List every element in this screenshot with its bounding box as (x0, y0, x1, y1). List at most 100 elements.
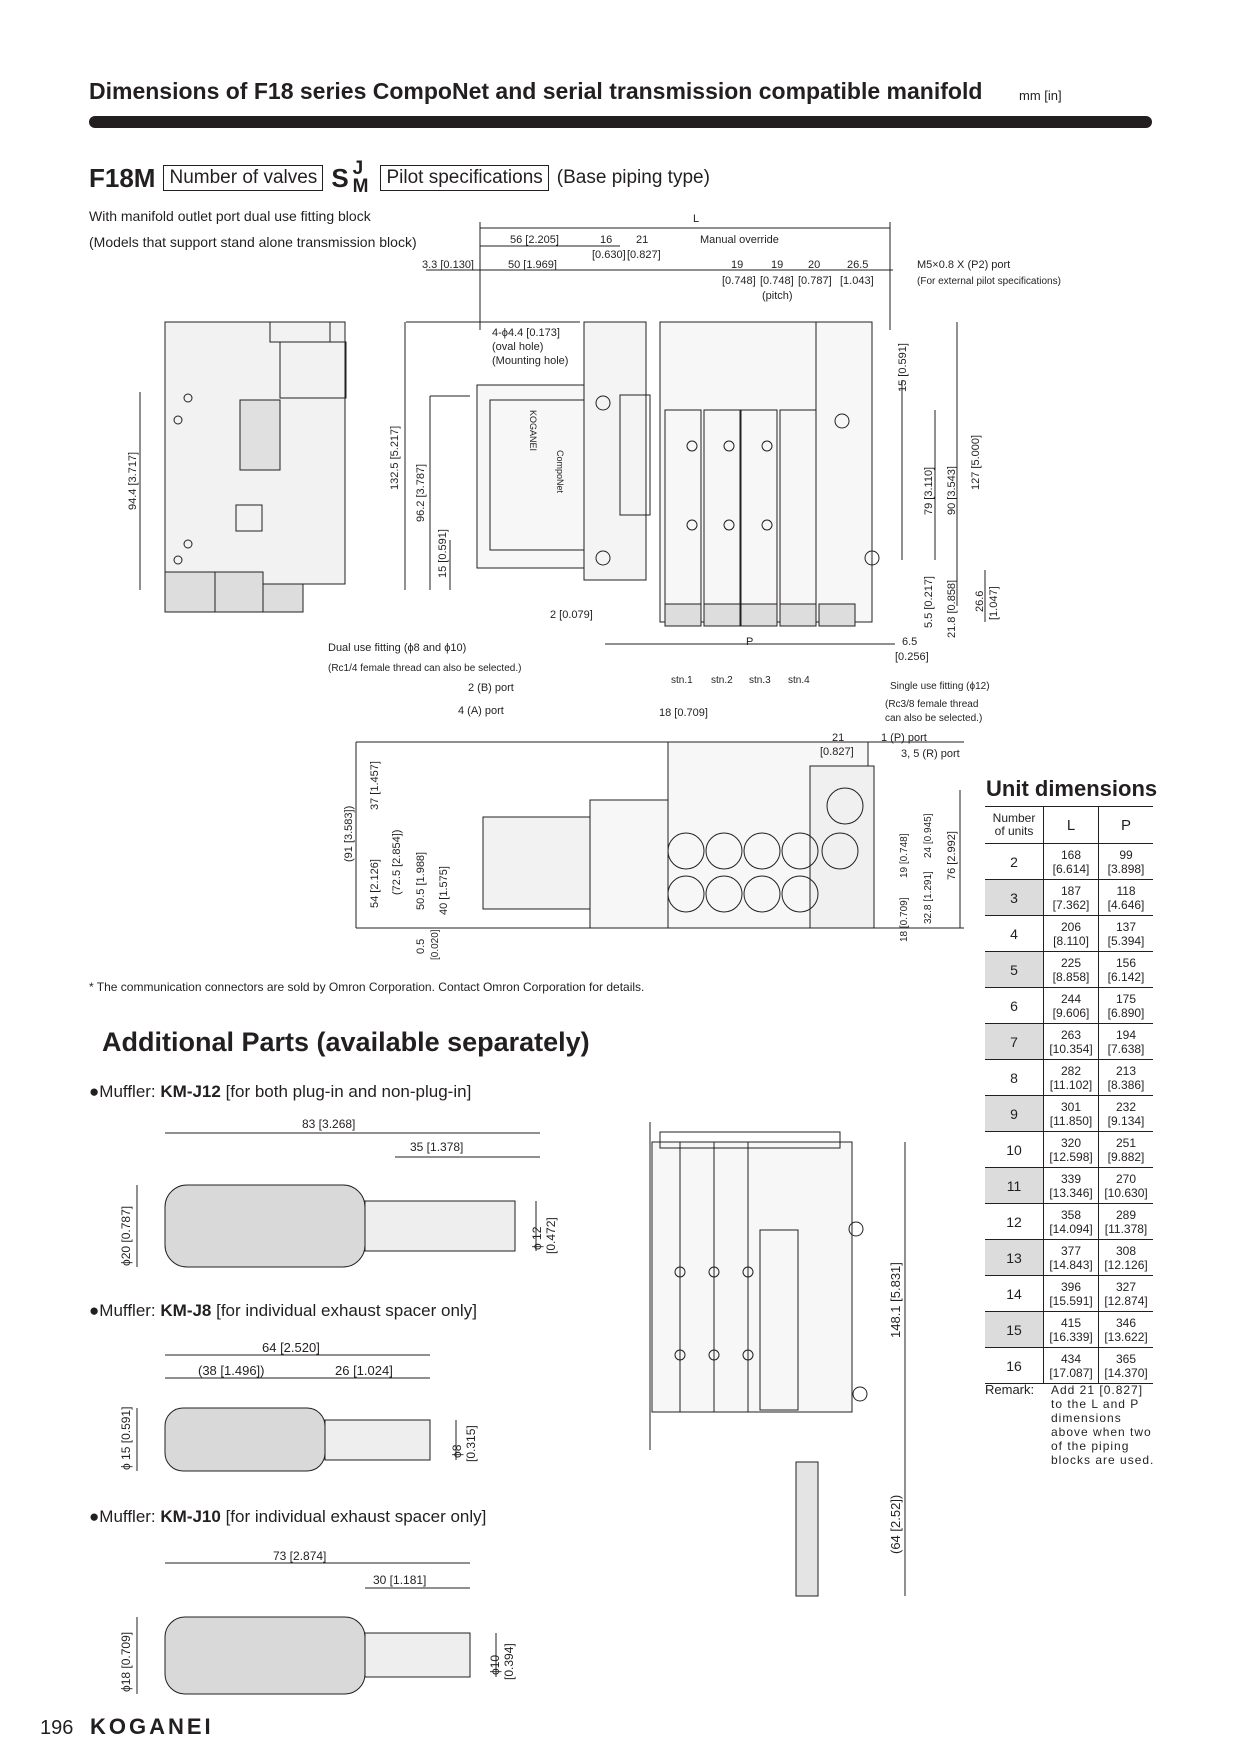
hole-label-3: (Mounting hole) (492, 355, 568, 367)
b-port-label: 2 (B) port (468, 682, 514, 694)
dim-50-5: 50.5 [1.988] (415, 852, 427, 910)
option-m: M (352, 176, 369, 197)
title-rule (89, 116, 1152, 128)
p-cell: 99[3.898] (1098, 843, 1153, 880)
stn2-label: stn.2 (711, 675, 733, 686)
dim-21-8: 21.8 [0.858] (946, 580, 958, 638)
p-cell: 156[6.142] (1098, 951, 1153, 988)
pitch-0787: [0.787] (798, 275, 832, 287)
units-cell: 13 (985, 1239, 1044, 1276)
dim-15b: 15 [0.591] (897, 343, 909, 392)
km-j10-stem-dia-in: [0.394] (502, 1643, 516, 1680)
km-j8-stem-dia-in: [0.315] (464, 1425, 478, 1462)
koganei-device-label: KOGANEI (528, 410, 538, 451)
units-cell: 6 (985, 987, 1044, 1024)
dim-76: 76 [2.992] (946, 831, 958, 880)
l-cell: 415[16.339] (1042, 1311, 1099, 1348)
dim-21c-in: [0.827] (820, 746, 854, 758)
dim-24v: 24 [0.945] (923, 813, 934, 858)
dim-21c: 21 (832, 732, 844, 744)
dim-26-6: 26.6 (974, 591, 986, 612)
dim-20: 20 (808, 259, 820, 271)
muffler-km-j8-drawing (136, 1354, 457, 1472)
dim-132-5: 132.5 [5.217] (389, 426, 401, 490)
units-cell: 10 (985, 1131, 1044, 1168)
remark-text: Add 21 [0.827] to the L and P dimensions… (1051, 1383, 1155, 1467)
l-cell: 244[9.606] (1042, 987, 1099, 1024)
p-cell: 137[5.394] (1098, 915, 1153, 952)
p-cell: 232[9.134] (1098, 1095, 1153, 1132)
koganei-logo: KOGANEI (90, 1714, 214, 1739)
bottom-view (649, 1122, 906, 1597)
muffler-note: [for individual exhaust spacer only] (220, 1507, 487, 1526)
l-cell: 301[11.850] (1042, 1095, 1099, 1132)
dim-32-8: 32.8 [1.291] (923, 871, 934, 924)
a-port-label: 4 (A) port (458, 705, 504, 717)
muffler-km-j12-drawing (136, 1132, 540, 1268)
p-cell: 289[11.378] (1098, 1203, 1153, 1240)
single-fitting-note-2: can also be selected.) (885, 713, 982, 724)
l-cell: 225[8.858] (1042, 951, 1099, 988)
dim-26-6-in: [1.047] (988, 586, 1000, 620)
units-cell: 12 (985, 1203, 1044, 1240)
dim-90: 90 [3.543] (946, 466, 958, 515)
l-cell: 396[15.591] (1042, 1275, 1099, 1312)
hole-label-2: (oval hole) (492, 341, 543, 353)
units-cell: 11 (985, 1167, 1044, 1204)
km-j10-stem-dia: ϕ10 (488, 1655, 502, 1675)
l-cell: 263[10.354] (1042, 1023, 1099, 1060)
pitch-0748b: [0.748] (760, 275, 794, 287)
km-j8-body: (38 [1.496]) (198, 1363, 265, 1378)
l-cell: 320[12.598] (1042, 1131, 1099, 1168)
dim-50: 50 [1.969] (508, 259, 557, 271)
l-cell: 168[6.614] (1042, 843, 1099, 880)
muffler-model: KM-J8 (160, 1301, 212, 1320)
p-cell: 308[12.126] (1098, 1239, 1153, 1276)
km-j10-total: 73 [2.874] (273, 1549, 326, 1563)
p-cell: 327[12.874] (1098, 1275, 1153, 1312)
km-j12-stem: 35 [1.378] (410, 1140, 463, 1154)
units-cell: 9 (985, 1095, 1044, 1132)
dim-127: 127 [5.000] (970, 435, 982, 490)
muffler-model: KM-J12 (160, 1082, 221, 1101)
remark-label: Remark: (985, 1382, 1035, 1397)
m5-port-label: M5×0.8 X (P2) port (917, 259, 1010, 271)
bullet-icon: ● (89, 1301, 100, 1320)
muffler-km-j10-heading: ●Muffler: KM-J10 [for individual exhaust… (89, 1507, 486, 1527)
dim-37: 37 [1.457] (369, 761, 381, 810)
note-line-1: With manifold outlet port dual use fitti… (89, 208, 371, 224)
km-j10-stem: 30 [1.181] (373, 1573, 426, 1587)
muffler-label: Muffler: (99, 1301, 161, 1320)
footnote: * The communication connectors are sold … (89, 980, 645, 994)
dim-19b: 19 (771, 259, 783, 271)
p-cell: 365[14.370] (1098, 1347, 1153, 1384)
componet-device-label: CompoNet (555, 450, 565, 494)
muffler-label: Muffler: (99, 1082, 161, 1101)
dim-19v: 19 [0.748] (899, 833, 910, 878)
dim-56: 56 [2.205] (510, 234, 559, 246)
dim-5-5: 5.5 [0.217] (923, 576, 935, 628)
r-port-label: 3, 5 (R) port (901, 748, 960, 760)
front-view (355, 741, 964, 929)
remark: Remark: Add 21 [0.827] to the L and P di… (985, 1382, 1155, 1468)
header-P: P (1098, 806, 1153, 844)
l-cell: 358[14.094] (1042, 1203, 1099, 1240)
dim-40: 40 [1.575] (438, 866, 450, 915)
km-j8-stem-dia: ϕ8 (450, 1444, 464, 1458)
dim-54: 54 [2.126] (369, 859, 381, 908)
km-j8-total: 64 [2.520] (262, 1340, 320, 1355)
muffler-km-j8-heading: ●Muffler: KM-J8 [for individual exhaust … (89, 1301, 477, 1321)
dim-26-5: 26.5 (847, 259, 868, 271)
dual-fitting-note: (Rc1/4 female thread can also be selecte… (328, 663, 521, 674)
unit-label: mm [in] (1019, 88, 1062, 103)
muffler-note: [for both plug-in and non-plug-in] (220, 1082, 472, 1101)
pitch-1043: [1.043] (840, 275, 874, 287)
